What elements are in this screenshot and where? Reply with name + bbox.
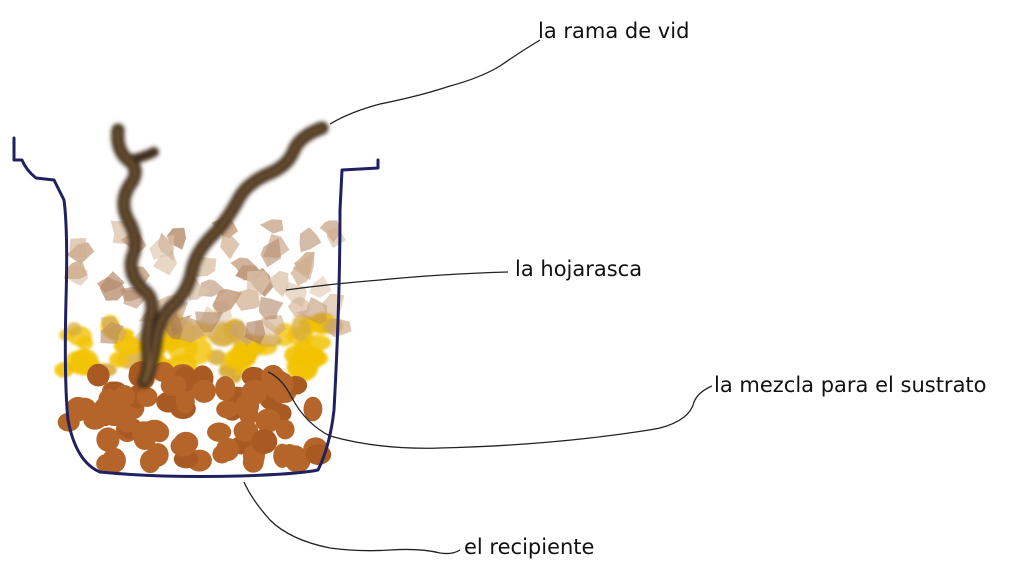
soil-particle [242, 380, 268, 405]
label-leaf-litter: la hojarasca [515, 259, 642, 280]
leaf-fragment [69, 238, 86, 257]
soil-particle [280, 444, 299, 465]
soil-particle [102, 403, 127, 426]
yellow-blob [77, 337, 94, 350]
soil-particle [276, 420, 295, 440]
yellow-blob [311, 351, 328, 365]
yellow-blob [291, 315, 311, 342]
soil-particle [161, 375, 187, 396]
label-substrate-mixture: la mezcla para el sustrato [714, 375, 987, 396]
soil-particle [146, 443, 168, 467]
leaf-fragment [260, 219, 283, 233]
leaf-fragment [300, 227, 322, 252]
leaf-fragment [220, 236, 240, 259]
soil-particle [251, 429, 277, 454]
yellow-blob [66, 322, 81, 336]
soil-particle [215, 376, 235, 401]
yellow-blob [224, 349, 248, 368]
soil-particle [87, 364, 110, 387]
pointer-line-container [244, 482, 460, 554]
label-container: el recipiente [464, 537, 594, 558]
soil-particle [96, 427, 119, 451]
soil-particle [137, 387, 158, 407]
soil-particle [143, 420, 167, 439]
substrate-mixture [58, 361, 332, 473]
label-vine-branch: la rama de vid [538, 21, 689, 42]
soil-particle [192, 380, 216, 403]
soil-particle [216, 400, 238, 418]
leaf-fragment [327, 227, 346, 248]
soil-particle [212, 445, 231, 464]
pointer-line-branch [330, 40, 540, 124]
soil-particle [171, 435, 196, 456]
soil-particle [207, 423, 231, 442]
